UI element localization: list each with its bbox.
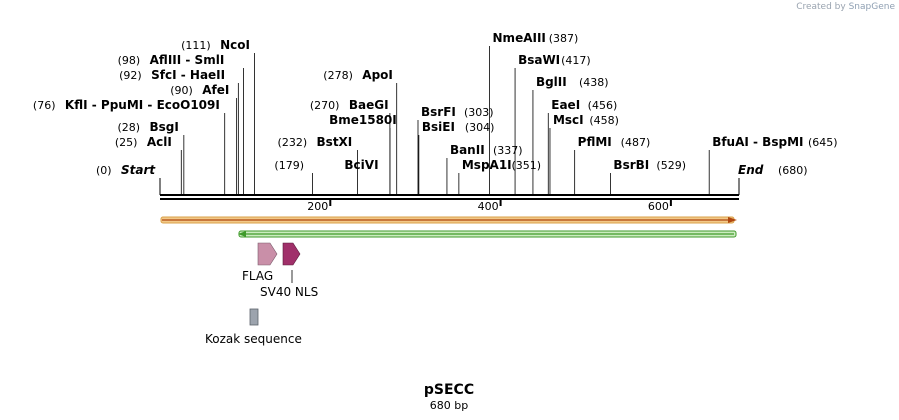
enzyme-name: MscI — [553, 113, 584, 127]
feature-sv40-nls[interactable]: SV40 NLS — [260, 242, 318, 299]
enzyme-site-bsiei[interactable]: BsiEI (304) — [418, 120, 495, 194]
enzyme-position: (645) — [808, 136, 838, 149]
snapgene-credit: Created by SnapGene — [796, 2, 895, 12]
enzyme-name: EaeI — [551, 98, 580, 112]
enzyme-site-acli[interactable]: AclI (25) — [115, 135, 182, 194]
scale-ticks: 200 400 600 — [307, 200, 672, 213]
enzyme-name: BfuAI - BspMI — [712, 135, 803, 149]
enzyme-site-bglii[interactable]: BglII (438) — [532, 75, 609, 194]
enzyme-site-pflmi[interactable]: PflMI (487) — [574, 135, 651, 194]
enzyme-position: (90) — [170, 84, 193, 97]
end-position: (680) — [778, 164, 808, 177]
enzyme-position: (98) — [118, 54, 141, 67]
scale-tick-label: 600 — [648, 200, 669, 213]
enzyme-name: AflIII - SmlI — [150, 53, 225, 67]
enzyme-position: (487) — [621, 136, 651, 149]
credit-brand: SnapGene — [848, 2, 895, 12]
enzyme-site-baegi[interactable]: BaeGI (270) — [310, 98, 391, 194]
enzyme-site-bsrbi[interactable]: BsrBI (529) — [610, 158, 686, 194]
enzyme-site-bcivi[interactable]: BciVI (179) — [274, 158, 379, 194]
enzyme-position: (303) — [464, 106, 494, 119]
enzyme-name: AfeI — [202, 83, 229, 97]
enzyme-site-bsgi[interactable]: BsgI (28) — [117, 120, 185, 194]
enzyme-position: (28) — [117, 121, 140, 134]
start-label: Start — [121, 163, 156, 177]
credit-prefix: Created by — [796, 2, 846, 12]
enzyme-site-mspa1i[interactable]: MspA1I(351) — [458, 158, 541, 194]
enzyme-position: (417) — [561, 54, 591, 67]
enzyme-position: (337) — [493, 144, 523, 157]
plasmid-length: 680 bp — [430, 399, 468, 412]
enzyme-position: (387) — [549, 32, 579, 45]
enzyme-name: BanII — [450, 143, 485, 157]
feature-flag-label: FLAG — [242, 269, 273, 283]
plasmid-name: pSECC — [424, 382, 474, 398]
enzyme-name: BglII — [536, 75, 567, 89]
feature-sv40-nls-label: SV40 NLS — [260, 285, 318, 299]
enzyme-name: SfcI - HaeII — [151, 68, 225, 82]
enzyme-site-nmeaiii[interactable]: NmeAIII(387) — [489, 31, 579, 194]
enzyme-site-bfuai-bspmi[interactable]: BfuAI - BspMI (645) — [708, 135, 838, 194]
enzyme-name: BsiEI — [422, 120, 455, 134]
feature-flag[interactable]: FLAG — [242, 242, 278, 283]
enzyme-name: NmeAIII — [493, 31, 546, 45]
enzyme-site-msci[interactable]: MscI (458) — [549, 113, 619, 194]
enzyme-position: (456) — [588, 99, 618, 112]
enzyme-name: BsaWI — [518, 53, 560, 67]
enzyme-name: BaeGI — [349, 98, 389, 112]
enzyme-name: KflI - PpuMI - EcoO109I — [65, 98, 220, 112]
enzyme-name: BstXI — [317, 135, 353, 149]
orf-track-forward — [160, 216, 737, 224]
enzyme-site-bsrfi[interactable]: BsrFI (303) — [417, 105, 494, 194]
orf-track-partial — [238, 230, 737, 238]
enzyme-position: (111) — [181, 39, 211, 52]
enzyme-name: BciVI — [344, 158, 378, 172]
enzyme-site-afliii-smli[interactable]: AflIII - SmlI (98) — [118, 53, 244, 194]
sequence-backbone — [160, 194, 739, 200]
enzyme-site-sfci-haeii[interactable]: SfcI - HaeII (92) — [119, 68, 239, 194]
enzyme-position: (278) — [323, 69, 353, 82]
enzyme-name: AclI — [147, 135, 172, 149]
feature-kozak-label: Kozak sequence — [205, 332, 302, 346]
feature-kozak[interactable]: Kozak sequence — [205, 308, 302, 346]
enzyme-position: (304) — [465, 121, 495, 134]
enzyme-name: BsrBI — [613, 158, 649, 172]
enzyme-position: (529) — [656, 159, 686, 172]
enzyme-name: ApoI — [362, 68, 393, 82]
enzyme-position: (458) — [589, 114, 619, 127]
scale-tick-label: 400 — [478, 200, 499, 213]
enzyme-name: NcoI — [220, 38, 250, 52]
enzyme-site-bme1580i[interactable]: Bme1580I — [329, 113, 397, 194]
enzyme-site-kfli-ppumi-ecoo109i[interactable]: KflI - PpuMI - EcoO109I (76) — [33, 98, 226, 194]
enzyme-name: PflMI — [578, 135, 612, 149]
end-marker: End (680) — [738, 163, 808, 195]
enzyme-position: (179) — [274, 159, 304, 172]
enzyme-position: (92) — [119, 69, 142, 82]
enzyme-position: (351) — [511, 159, 541, 172]
enzyme-site-bstxi[interactable]: BstXI (232) — [278, 135, 358, 194]
enzyme-position: (76) — [33, 99, 56, 112]
enzyme-name: BsrFI — [421, 105, 456, 119]
enzyme-position: (25) — [115, 136, 138, 149]
enzyme-position: (438) — [579, 76, 609, 89]
enzyme-name: MspA1I — [462, 158, 512, 172]
end-label: End — [738, 163, 764, 177]
enzyme-position: (232) — [278, 136, 308, 149]
start-position: (0) — [96, 164, 112, 177]
enzyme-position: (270) — [310, 99, 340, 112]
enzyme-site-afei[interactable]: AfeI (90) — [170, 83, 238, 194]
enzyme-name: BsgI — [149, 120, 178, 134]
scale-tick-label: 200 — [307, 200, 328, 213]
enzyme-site-apoi[interactable]: ApoI (278) — [323, 68, 398, 194]
enzyme-site-ncoi[interactable]: NcoI (111) — [181, 38, 255, 194]
start-marker: (0) Start — [96, 163, 161, 195]
enzyme-site-bsawi[interactable]: BsaWI(417) — [514, 53, 591, 194]
enzyme-site-eaei[interactable]: EaeI (456) — [547, 98, 618, 194]
enzyme-name: Bme1580I — [329, 113, 397, 127]
restriction-sites: AclI(25)BsgI(28)KflI - PpuMI - EcoO109I(… — [33, 31, 838, 194]
